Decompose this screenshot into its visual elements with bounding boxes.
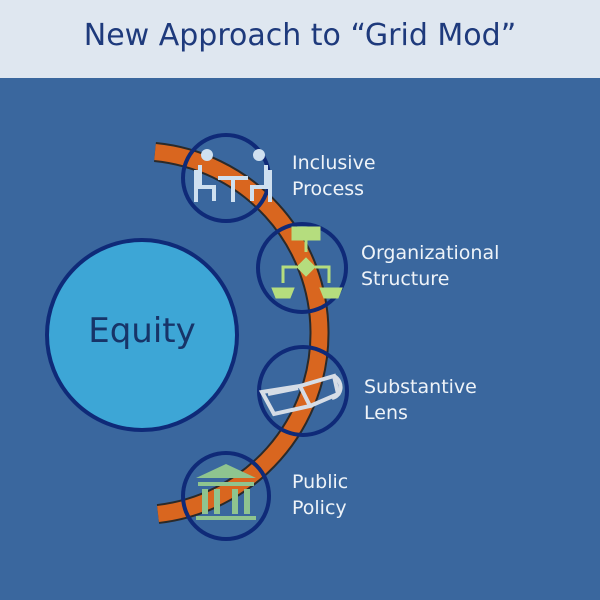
government-building-icon bbox=[196, 464, 256, 520]
substantive-lens-circle bbox=[257, 345, 349, 437]
3d-glasses-icon bbox=[258, 373, 343, 417]
label-line: Structure bbox=[361, 268, 450, 290]
public-policy-circle bbox=[181, 451, 271, 541]
equity-label: Equity bbox=[88, 311, 196, 351]
flowchart-icon bbox=[271, 226, 343, 299]
label-line: Organizational bbox=[361, 242, 500, 264]
inclusive-process-label: Inclusive Process bbox=[292, 150, 376, 202]
slide-title: New Approach to “Grid Mod” bbox=[83, 18, 517, 53]
organizational-structure-circle bbox=[256, 222, 348, 314]
label-line: Lens bbox=[364, 402, 408, 424]
label-line: Public bbox=[292, 471, 349, 493]
label-line: Inclusive bbox=[292, 152, 376, 174]
public-policy-label: Public Policy bbox=[292, 469, 348, 521]
meeting-icon bbox=[194, 149, 272, 202]
equity-circle bbox=[45, 238, 239, 432]
label-line: Policy bbox=[292, 497, 347, 519]
title-bar: New Approach to “Grid Mod” bbox=[0, 0, 600, 78]
label-line: Process bbox=[292, 178, 365, 200]
item-circles bbox=[181, 133, 349, 541]
label-line: Substantive bbox=[364, 376, 477, 398]
organizational-structure-label: Organizational Structure bbox=[361, 240, 499, 292]
substantive-lens-label: Substantive Lens bbox=[364, 374, 477, 426]
